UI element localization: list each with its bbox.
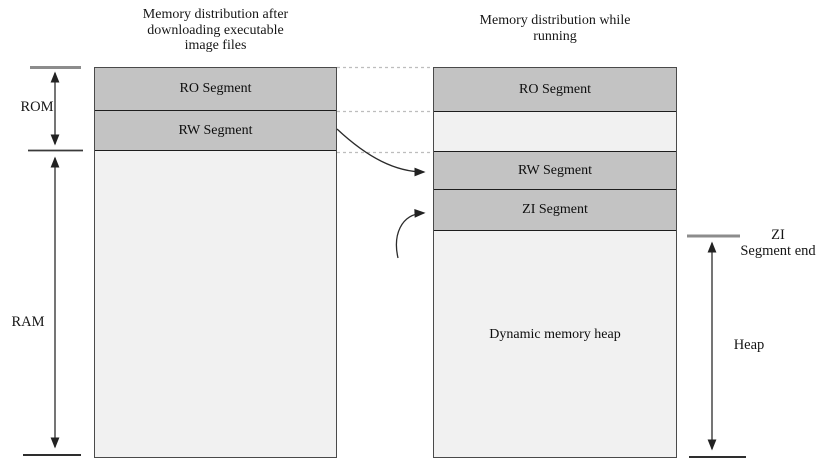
segment-label: ZI Segment bbox=[522, 202, 588, 217]
rom-label: ROM bbox=[20, 99, 54, 115]
segment-label: RW Segment bbox=[517, 162, 593, 178]
dashed-connectors bbox=[337, 66, 432, 154]
segment-ro-right: RO Segment bbox=[434, 68, 676, 112]
segment-rw-right: RW Segment bbox=[434, 152, 676, 190]
zi-segment-end-label: ZI Segment end bbox=[729, 227, 827, 259]
segment-zi-right: ZI Segment bbox=[434, 190, 676, 231]
zi-end-line: Segment end bbox=[740, 242, 816, 259]
zi-mapping-arrow bbox=[395, 208, 426, 259]
segment-dynamic-heap: Dynamic memory heap bbox=[434, 231, 676, 457]
title-line: image files bbox=[184, 38, 247, 53]
rw-mapping-arrow bbox=[336, 128, 426, 177]
memory-column-while-running: RO Segment RW Segment ZI Segment Dynamic… bbox=[433, 67, 677, 458]
memory-column-after-download: RO Segment RW Segment bbox=[94, 67, 337, 458]
segment-gap-right bbox=[434, 112, 676, 152]
heap-label: Heap bbox=[733, 337, 765, 353]
ram-label: RAM bbox=[11, 314, 45, 330]
zi-end-line: ZI bbox=[771, 227, 785, 243]
title-line: Memory distribution after bbox=[142, 7, 289, 22]
title-line: running bbox=[533, 28, 577, 44]
segment-ro-left: RO Segment bbox=[95, 68, 336, 111]
segment-label: RO Segment bbox=[179, 81, 252, 96]
title-line: downloading executable bbox=[147, 22, 284, 38]
ram-bracket bbox=[23, 156, 81, 456]
segment-rw-left: RW Segment bbox=[95, 111, 336, 151]
segment-label: RW Segment bbox=[178, 122, 253, 138]
segment-empty-ram-left bbox=[95, 151, 336, 457]
segment-label: Dynamic memory heap bbox=[489, 327, 621, 342]
curved-arrows bbox=[336, 128, 426, 259]
left-column-title: Memory distribution after downloading ex… bbox=[94, 7, 337, 54]
right-column-title: Memory distribution while running bbox=[433, 13, 677, 44]
title-line: Memory distribution while bbox=[479, 13, 631, 28]
segment-label: RO Segment bbox=[519, 81, 591, 97]
